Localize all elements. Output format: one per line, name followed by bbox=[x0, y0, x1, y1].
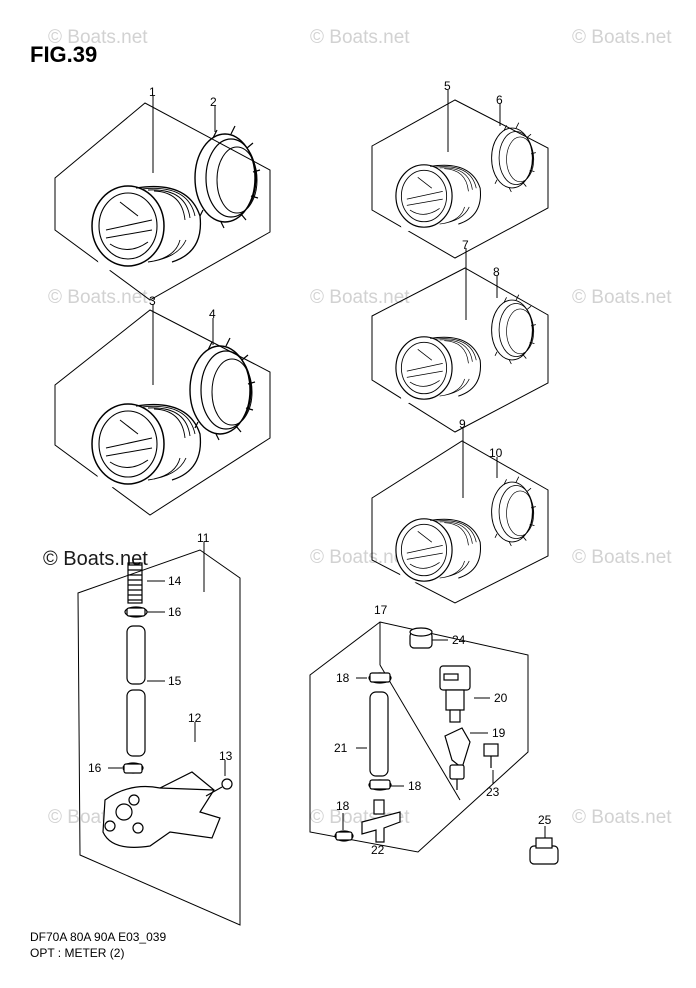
figure-title: FIG.39 bbox=[30, 42, 98, 67]
part-number-label: 8 bbox=[493, 265, 500, 279]
part-number-label: 24 bbox=[452, 633, 466, 647]
diagram-caption: OPT : METER (2) bbox=[30, 946, 125, 960]
part-number-label: 16 bbox=[168, 605, 182, 619]
part-number-label: 17 bbox=[374, 603, 388, 617]
part-number-label: 1 bbox=[149, 85, 156, 99]
watermark-dark: © Boats.net bbox=[43, 548, 148, 570]
diagram-code: DF70A 80A 90A E03_039 bbox=[30, 930, 167, 944]
watermark: © Boats.net bbox=[572, 547, 672, 568]
part-number-label: 25 bbox=[538, 813, 552, 827]
part-number-label: 7 bbox=[462, 238, 469, 252]
part-number-label: 3 bbox=[149, 294, 156, 308]
part-number-label: 9 bbox=[459, 417, 466, 431]
part-number-label: 4 bbox=[209, 307, 216, 321]
watermark: © Boats.net bbox=[310, 287, 410, 308]
watermark: © Boats.net bbox=[310, 27, 410, 48]
part-number-label: 5 bbox=[444, 79, 451, 93]
part-number-label: 18 bbox=[408, 779, 422, 793]
part-number-label: 16 bbox=[88, 761, 102, 775]
part-number-label: 15 bbox=[168, 674, 182, 688]
watermark: © Boats.net bbox=[572, 27, 672, 48]
watermark: © Boats.net bbox=[310, 547, 410, 568]
watermark: © Boats.net bbox=[572, 287, 672, 308]
part-number-label: 23 bbox=[486, 785, 500, 799]
part-number-label: 20 bbox=[494, 691, 508, 705]
watermark: © Boats.net bbox=[572, 807, 672, 828]
part-number-label: 2 bbox=[210, 95, 217, 109]
part-number-label: 6 bbox=[496, 93, 503, 107]
part-number-label: 18 bbox=[336, 799, 350, 813]
part-number-label: 14 bbox=[168, 574, 182, 588]
part-number-label: 10 bbox=[489, 446, 503, 460]
part-number-label: 13 bbox=[219, 749, 233, 763]
watermark: © Boats.net bbox=[48, 27, 148, 48]
part-number-label: 22 bbox=[371, 843, 385, 857]
watermark: © Boats.net bbox=[48, 287, 148, 308]
part-number-label: 19 bbox=[492, 726, 506, 740]
part-number-label: 18 bbox=[336, 671, 350, 685]
part-number-label: 21 bbox=[334, 741, 348, 755]
part-number-label: 11 bbox=[197, 531, 210, 545]
part-number-label: 12 bbox=[188, 711, 202, 725]
